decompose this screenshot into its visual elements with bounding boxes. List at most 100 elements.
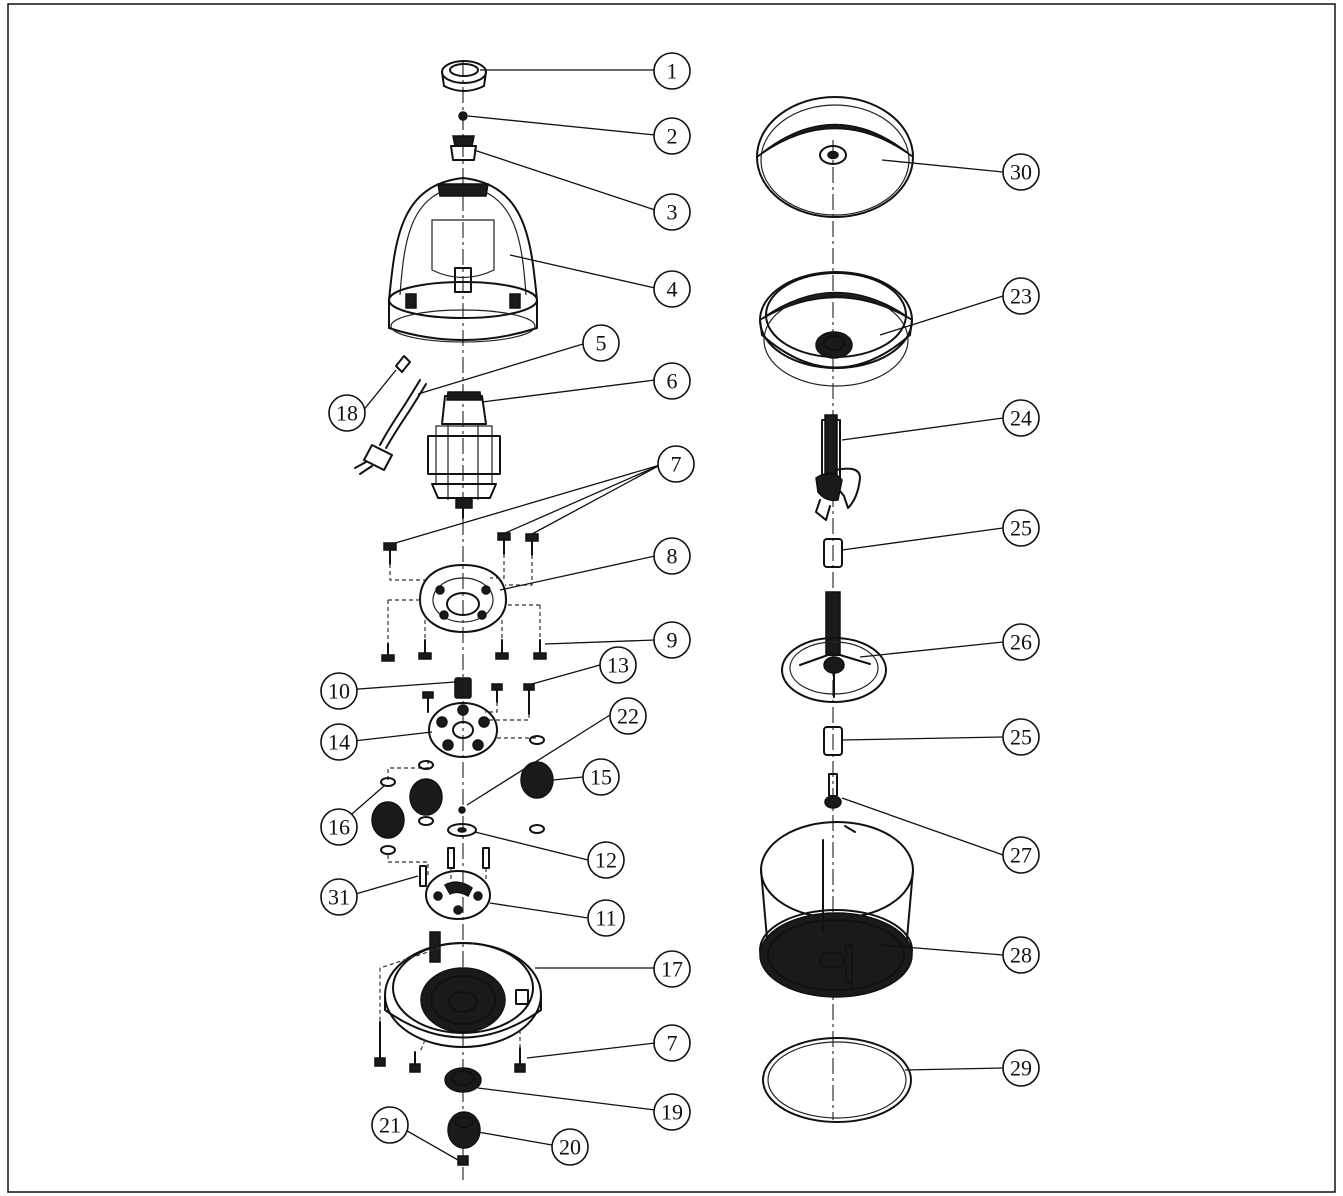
part-screws-upper [383,532,539,565]
svg-text:15: 15 [590,765,612,790]
svg-text:30: 30 [1010,160,1032,185]
svg-text:21: 21 [379,1113,401,1138]
drawing-frame [7,3,1336,1193]
callout-4: 4 [653,270,691,308]
svg-text:25: 25 [1010,516,1032,541]
svg-text:27: 27 [1010,843,1032,868]
part-spacer-upper [823,538,843,568]
callout-bubbles: 1 2 3 4 5 6 7 7 8 9 10 11 12 13 14 15 16… [320,52,1040,1166]
callout-18: 18 [328,394,366,432]
callout-19: 19 [653,1093,691,1131]
part-screws-lower [374,1021,526,1073]
callout-31: 31 [320,878,358,916]
callout-8: 8 [653,537,691,575]
callout-15: 15 [582,758,620,796]
svg-text:4: 4 [667,277,678,302]
part-bowl [759,821,914,998]
svg-text:19: 19 [661,1100,683,1125]
svg-text:29: 29 [1010,1056,1032,1081]
part-pinion [454,677,472,699]
left-assembly [354,60,554,1180]
part-screws-9 [381,599,547,662]
svg-text:22: 22 [617,704,639,729]
callout-5: 5 [582,324,620,362]
part-ball [458,111,468,121]
svg-text:3: 3 [667,200,678,225]
part-center-post [824,773,842,809]
callout-12: 12 [587,841,625,879]
svg-text:28: 28 [1010,943,1032,968]
part-container-top [759,271,913,387]
svg-text:2: 2 [667,124,678,149]
callout-28: 28 [1002,936,1040,974]
callout-17: 17 [653,950,691,988]
part-planet-gears [371,735,554,876]
callout-1: 1 [653,52,691,90]
callout-29: 29 [1002,1049,1040,1087]
svg-text:25: 25 [1010,725,1032,750]
callout-22: 22 [609,697,647,735]
part-upper-blade [815,414,861,521]
part-lid [756,96,914,218]
part-spacer-lower [823,726,843,756]
right-assembly [756,96,914,1123]
svg-text:20: 20 [559,1135,581,1160]
svg-text:12: 12 [595,848,617,873]
callout-30: 30 [1002,153,1040,191]
callout-13: 13 [599,646,637,684]
part-switch [450,135,477,161]
svg-text:8: 8 [667,544,678,569]
svg-text:5: 5 [596,331,607,356]
callout-7-upper: 7 [657,445,695,483]
svg-text:13: 13 [607,653,629,678]
svg-text:17: 17 [661,957,683,982]
part-power-cord [354,355,427,475]
callout-6: 6 [653,362,691,400]
callout-25-upper: 25 [1002,509,1040,547]
callout-14: 14 [320,723,358,761]
part-pin [458,806,466,814]
svg-text:26: 26 [1010,630,1032,655]
callout-9: 9 [653,621,691,659]
svg-text:18: 18 [336,401,358,426]
callout-11: 11 [587,899,625,937]
svg-text:7: 7 [667,1031,678,1056]
callout-26: 26 [1002,623,1040,661]
part-top-cap [441,60,487,92]
callout-3: 3 [653,193,691,231]
part-lower-blade [781,591,887,703]
svg-text:14: 14 [328,730,350,755]
part-bushing [444,1067,482,1093]
svg-text:7: 7 [671,452,682,477]
callout-27: 27 [1002,836,1040,874]
svg-text:9: 9 [667,628,678,653]
svg-text:10: 10 [328,679,350,704]
callout-16: 16 [320,808,358,846]
callout-21: 21 [371,1106,409,1144]
callout-23: 23 [1002,277,1040,315]
leader-lines [344,69,1004,1161]
part-mount-plate [389,554,533,633]
svg-text:11: 11 [595,906,616,931]
callout-2: 2 [653,117,691,155]
svg-text:23: 23 [1010,284,1032,309]
svg-text:24: 24 [1010,406,1032,431]
callout-20: 20 [551,1128,589,1166]
svg-text:31: 31 [328,885,350,910]
part-shaft-pins [419,847,490,887]
callout-7-lower: 7 [653,1024,691,1062]
part-gear-carrier [428,702,498,758]
part-screws-13 [422,683,535,721]
callout-24: 24 [1002,399,1040,437]
svg-text:6: 6 [667,369,678,394]
part-ring-gear-base [379,931,542,1053]
part-motor [427,391,501,519]
svg-text:1: 1 [667,59,678,84]
part-coupling [447,1111,481,1149]
callout-10: 10 [320,672,358,710]
part-dome-housing [388,177,538,343]
part-lower-carrier [425,870,491,920]
callout-25-lower: 25 [1002,718,1040,756]
part-base-ring [762,1037,912,1123]
